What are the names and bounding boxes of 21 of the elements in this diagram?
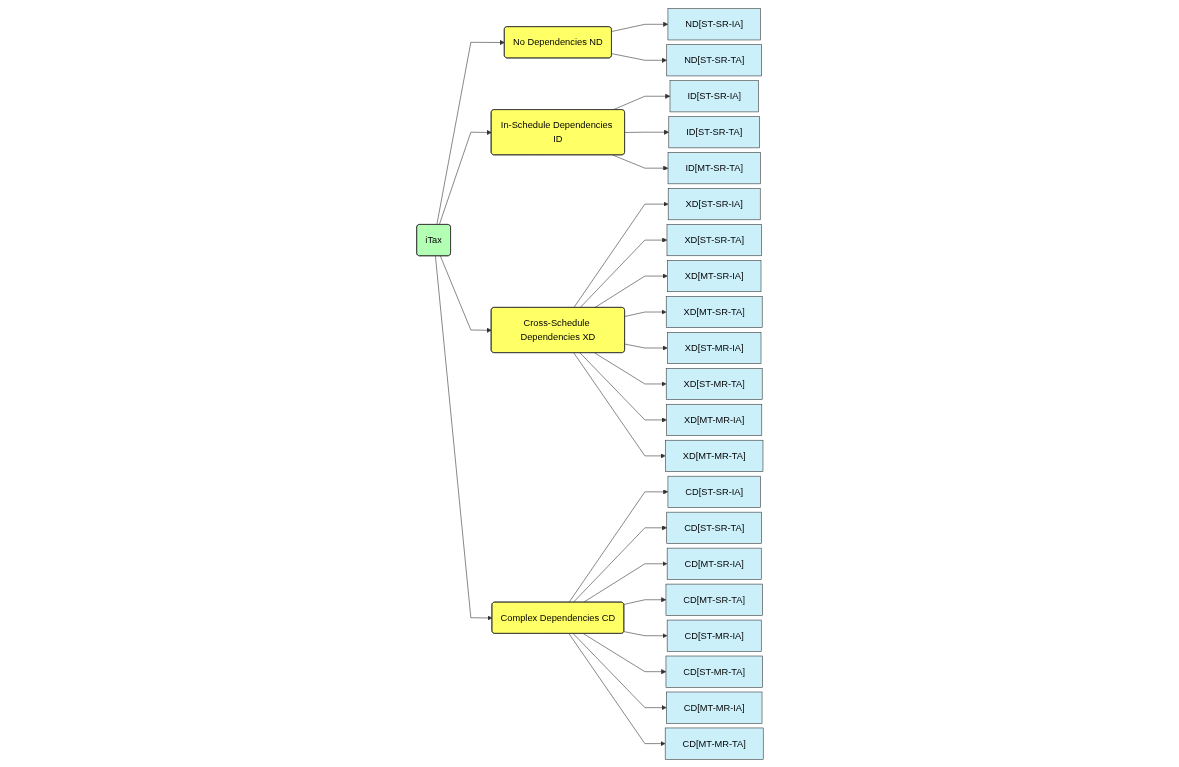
node-box: CD[ST-MR-TA] <box>665 655 763 688</box>
node-box: ND[ST-SR-IA] <box>667 7 761 40</box>
node-box: CD[MT-MR-IA] <box>665 691 762 724</box>
node-box: CD[ST-SR-TA] <box>666 511 762 544</box>
node-box: XD[ST-SR-TA] <box>666 223 762 256</box>
node-box: XD[ST-SR-IA] <box>667 187 761 220</box>
node-box: XD[ST-MR-IA] <box>666 331 761 364</box>
node-box: XD[MT-SR-IA] <box>666 259 761 292</box>
node-box: CD[ST-MR-IA] <box>666 619 762 652</box>
node-box: ND[ST-SR-TA] <box>666 43 762 76</box>
node-box: CD[MT-SR-IA] <box>666 547 762 580</box>
node-box: XD[MT-MR-TA] <box>664 439 763 472</box>
node-box: XD[MT-MR-IA] <box>665 403 762 436</box>
node-box: CD[MT-MR-TA] <box>664 727 764 760</box>
node-box: ID[ST-SR-TA] <box>668 115 760 148</box>
node-box: CD[ST-SR-IA] <box>667 475 761 508</box>
node-box: XD[ST-MR-TA] <box>665 367 763 400</box>
node-box: ID[MT-SR-TA] <box>667 151 761 184</box>
node-box: CD[MT-SR-TA] <box>665 583 763 616</box>
node-box: XD[MT-SR-TA] <box>665 295 763 328</box>
node-box: ID[ST-SR-IA] <box>669 79 759 112</box>
